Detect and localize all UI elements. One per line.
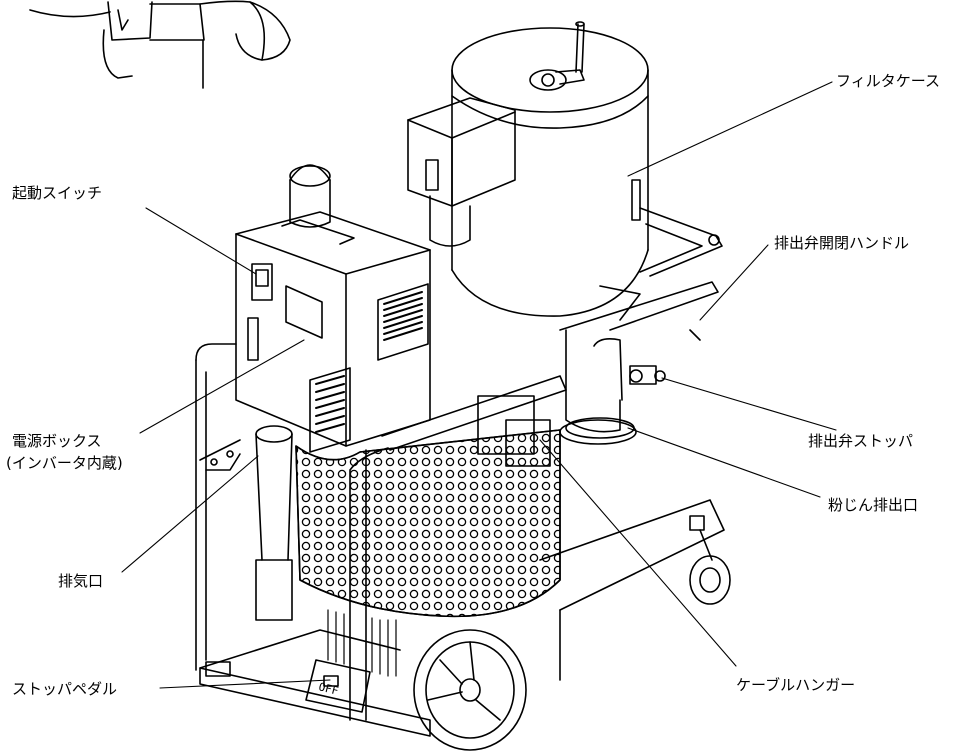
- leader-power-box: [139, 339, 305, 434]
- label-power-box: 電源ボックス: [12, 432, 102, 450]
- blower-box: [407, 97, 516, 247]
- leader-dust-outlet: [627, 427, 821, 498]
- label-power-box-note: (インバータ内蔵): [6, 454, 123, 472]
- leader-lines: [121, 81, 837, 689]
- vent-slats: [315, 291, 423, 433]
- exhaust-pipe: [199, 425, 293, 621]
- handle-frame: [559, 207, 723, 341]
- label-discharge-valve-stopper: 排出弁ストッパ: [808, 432, 914, 450]
- perforated-drum: [295, 429, 561, 618]
- large-wheel: [413, 629, 527, 751]
- label-dust-outlet: 粉じん排出口: [828, 496, 919, 514]
- leader-stopper-pedal: [159, 679, 331, 689]
- filter-case-drawing: [451, 21, 649, 317]
- leader-exhaust: [121, 455, 259, 573]
- label-exhaust-port: 排気口: [58, 572, 104, 590]
- leader-valve-handle: [699, 244, 769, 321]
- label-start-switch: 起動スイッチ: [12, 184, 103, 202]
- inset-fragment: [29, 0, 291, 89]
- leader-valve-stopper: [661, 377, 837, 431]
- label-filter-case: フィルタケース: [836, 72, 940, 90]
- leader-filter-case: [627, 81, 833, 177]
- dust-outlet-housing: [559, 329, 666, 445]
- leader-cable-hanger: [539, 439, 737, 667]
- base-frame: [199, 499, 725, 737]
- power-box-drawing: [235, 164, 431, 453]
- caster-wheel: [689, 529, 731, 605]
- leader-start-switch: [145, 207, 257, 275]
- label-discharge-valve-handle: 排出弁開閉ハンドル: [774, 234, 910, 252]
- push-handle-frame: [195, 343, 567, 721]
- label-stopper-pedal: ストッパペダル: [12, 680, 118, 698]
- pedal-off-mark: OFF: [317, 680, 339, 697]
- heat-sink: [327, 609, 397, 677]
- label-cable-hanger: ケーブルハンガー: [736, 676, 856, 694]
